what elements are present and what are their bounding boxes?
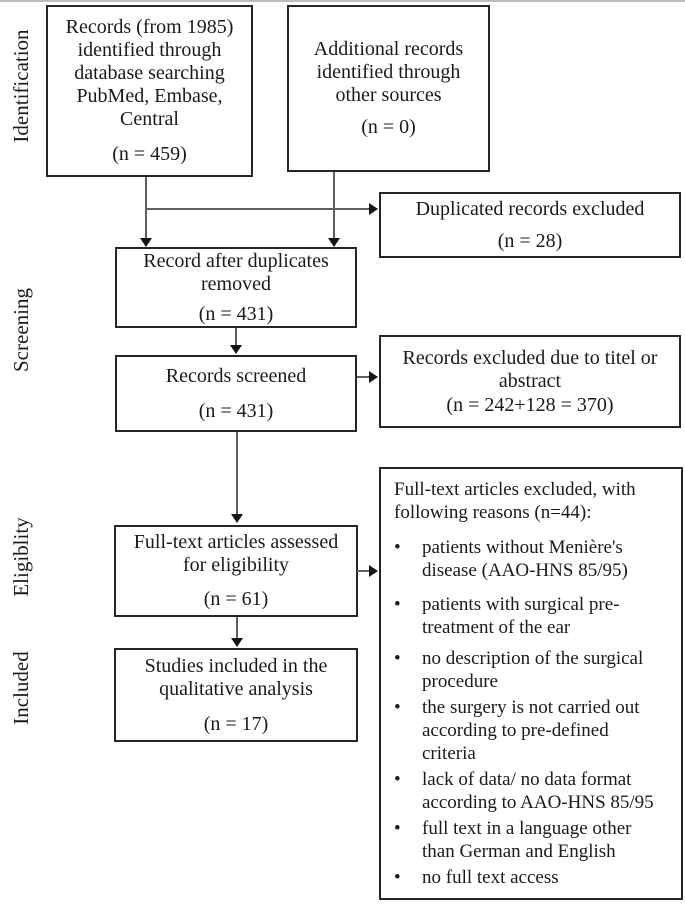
connector-dedup-to-screened [235,328,237,346]
exclusion-reason-item: • lack of data/ no data format according… [394,768,671,814]
arrow-down-icon [230,345,242,354]
stage-label-screening: Screening [9,288,33,372]
box-fulltext-assessed: Full-text articles assessed for eligibil… [114,525,358,617]
exclusion-reason-item: • no description of the surgical procedu… [394,647,671,693]
box-additional-records: Additional records identified through ot… [287,5,490,172]
arrow-right-icon [369,371,378,383]
exclusion-reason-text: full text in a language other than Germa… [422,818,632,862]
exclusion-reasons-header: Full-text articles excluded, with follow… [394,479,636,523]
arrow-down-icon [231,514,243,523]
box-count: (n = 0) [361,116,416,138]
box-records-after-duplicates: Record after duplicates removed (n = 431… [115,247,357,328]
exclusion-reason-text: the surgery is not carried out according… [422,697,640,764]
box-label: Records excluded due to titel or abstrac… [402,346,658,392]
figure-top-rule [0,0,685,2]
bullet-icon: • [394,697,401,718]
bullet-icon: • [394,867,401,888]
exclusion-reason-text: lack of data/ no data format according t… [422,769,654,813]
exclusion-reason-item: • no full text access [394,866,671,889]
connector-screened-to-fulltext [236,432,238,515]
connector-fulltext-to-included [236,617,238,639]
connector-screened-to-excluded [357,376,370,378]
stage-label-eligibility: Eligiblity [9,517,33,597]
exclusion-reason-text: no description of the surgical procedure [422,648,644,692]
exclusion-reason-text: no full text access [422,867,559,888]
connector-fulltext-to-excluded [357,570,370,572]
bullet-icon: • [394,769,401,790]
box-label: Records (from 1985) identified through d… [65,16,234,130]
exclusion-reason-item: • the surgery is not carried out accordi… [394,696,671,765]
box-count: (n = 459) [112,143,187,165]
exclusion-reason-text: patients with surgical pre- treatment of… [422,594,620,638]
connector-records-to-dedup [145,177,147,238]
box-count: (n = 61) [203,588,269,610]
bullet-icon: • [394,594,401,615]
connector-additional-to-dedup [333,172,335,238]
box-label: Studies included in the qualitative anal… [144,654,328,700]
stage-label-included: Included [9,651,33,725]
bullet-icon: • [394,537,401,558]
box-title-abstract-excluded: Records excluded due to titel or abstrac… [379,335,681,428]
box-label: Duplicated records excluded [415,197,645,220]
box-records-database-searching: Records (from 1985) identified through d… [46,5,253,177]
exclusion-reason-text: patients without Menière's disease (AAO-… [422,537,628,581]
box-duplicates-excluded: Duplicated records excluded (n = 28) [379,192,681,258]
bullet-icon: • [394,818,401,839]
arrow-right-icon [369,203,378,215]
box-label: Full-text articles assessed for eligibil… [133,531,339,576]
box-studies-included: Studies included in the qualitative anal… [114,648,358,742]
arrow-down-icon [231,638,243,647]
exclusion-reason-item: • full text in a language other than Ger… [394,817,671,863]
exclusion-reason-item: • patients without Menière's disease (AA… [394,536,671,582]
box-count: (n = 431) [198,399,274,422]
stage-label-identification: Identification [9,29,33,143]
box-label: Additional records identified through ot… [313,38,464,106]
arrow-right-icon [369,565,378,577]
connector-to-duplicates-excluded [146,208,369,210]
bullet-icon: • [394,648,401,669]
box-label: Records screened [165,364,307,387]
exclusion-reason-item: • patients with surgical pre- treatment … [394,593,671,639]
box-count: (n = 242+128 = 370) [446,393,614,416]
box-records-screened: Records screened (n = 431) [115,355,357,432]
box-fulltext-excluded-reasons: Full-text articles excluded, with follow… [379,467,683,900]
box-count: (n = 17) [203,712,269,735]
arrow-down-icon [140,238,152,247]
box-count: (n = 28) [497,229,563,252]
arrow-down-icon [328,238,340,247]
box-label: Record after duplicates removed [143,249,329,295]
box-count: (n = 431) [198,302,274,325]
